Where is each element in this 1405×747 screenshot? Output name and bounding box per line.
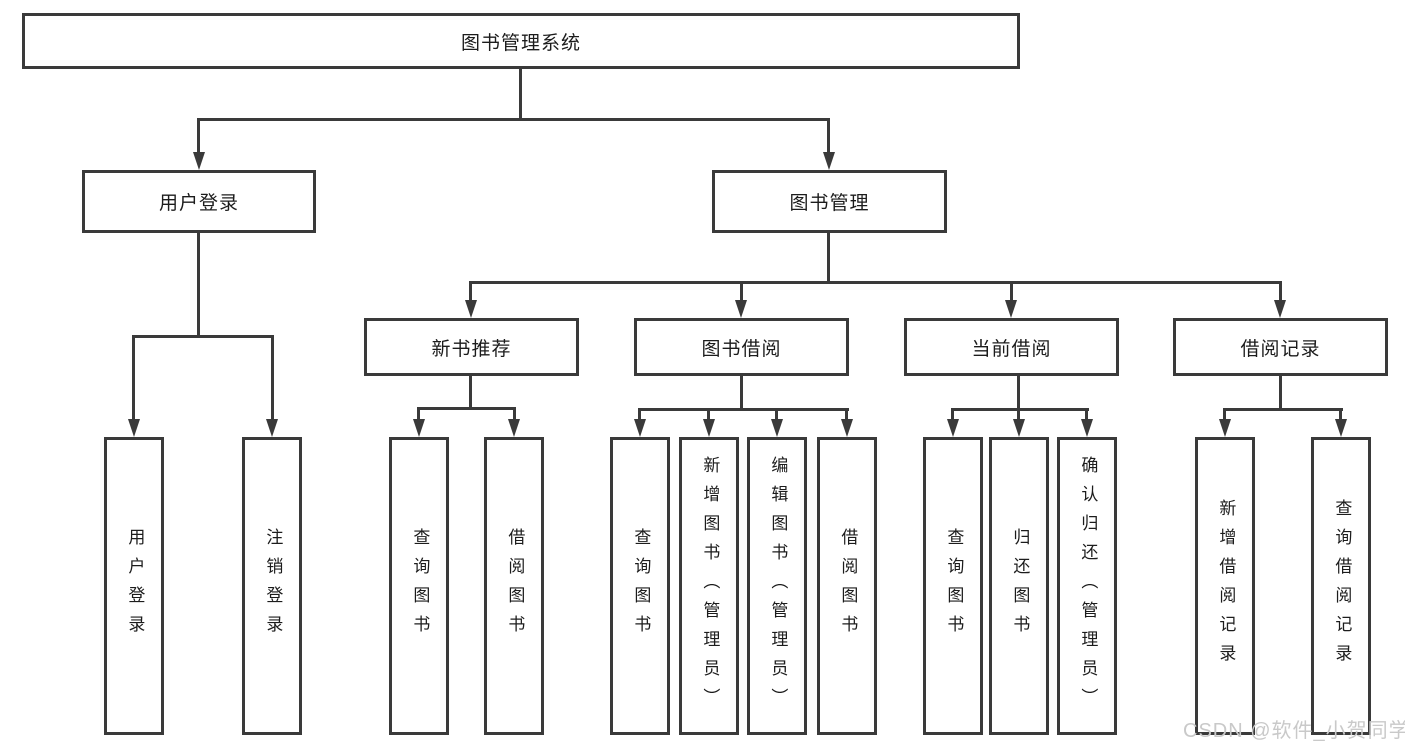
node-add-borrow-record: 新增借阅记录 — [1195, 437, 1255, 735]
connector-line — [197, 118, 830, 121]
node-logout: 注销登录 — [242, 437, 302, 735]
connector-line — [1010, 281, 1013, 302]
node-return-books-label: 归还图书 — [1010, 528, 1030, 644]
node-new-book-recommend-label: 新书推荐 — [431, 338, 512, 360]
connector-line — [1279, 281, 1282, 302]
arrow-down — [703, 419, 715, 437]
connector-line — [1017, 376, 1020, 410]
connector-line — [775, 408, 778, 421]
connector-line — [638, 408, 849, 411]
connector-line — [827, 118, 830, 154]
connector-line — [1279, 376, 1282, 410]
node-book-management: 图书管理 — [712, 170, 947, 233]
node-confirm-return-admin: 确认归还（管理员） — [1057, 437, 1117, 735]
arrow-down — [735, 300, 747, 318]
node-query-books-recommend-label: 查询图书 — [410, 528, 430, 644]
node-borrow-books: 借阅图书 — [817, 437, 877, 735]
connector-line — [417, 407, 516, 410]
node-library-system-label: 图书管理系统 — [460, 32, 581, 54]
connector-line — [951, 408, 1089, 411]
connector-line — [1339, 408, 1342, 421]
node-query-books-recommend: 查询图书 — [389, 437, 449, 735]
node-borrow-books-recommend: 借阅图书 — [484, 437, 544, 735]
arrow-down — [634, 419, 646, 437]
connector-line — [1223, 408, 1343, 411]
node-library-system: 图书管理系统 — [22, 13, 1020, 69]
node-user-login-leaf-label: 用户登录 — [125, 528, 145, 644]
arrow-down — [771, 419, 783, 437]
watermark: CSDN @软件_小贺同学 — [1183, 720, 1405, 742]
arrow-down — [465, 300, 477, 318]
node-add-book-admin: 新增图书（管理员） — [679, 437, 739, 735]
connector-line — [1085, 408, 1088, 421]
node-confirm-return-admin-label: 确认归还（管理员） — [1078, 455, 1098, 717]
connector-line — [197, 233, 200, 335]
node-logout-label: 注销登录 — [263, 528, 283, 644]
connector-line — [1017, 408, 1020, 421]
node-query-books-borrowing-label: 查询图书 — [631, 528, 651, 644]
node-query-books-borrowing: 查询图书 — [610, 437, 670, 735]
arrow-down — [1219, 419, 1231, 437]
connector-line — [638, 408, 641, 421]
connector-line — [1223, 408, 1226, 421]
arrow-down — [1274, 300, 1286, 318]
connector-line — [740, 376, 743, 410]
connector-line — [845, 408, 848, 421]
node-user-login-leaf: 用户登录 — [104, 437, 164, 735]
arrow-down — [823, 152, 835, 170]
connector-line — [469, 376, 472, 410]
connector-line — [707, 408, 710, 421]
connector-line — [469, 281, 472, 302]
connector-line — [197, 118, 200, 154]
connector-line — [519, 69, 522, 118]
node-current-borrowing: 当前借阅 — [904, 318, 1119, 376]
arrow-down — [1005, 300, 1017, 318]
arrow-down — [841, 419, 853, 437]
node-add-borrow-record-label: 新增借阅记录 — [1216, 499, 1236, 673]
node-borrowing-records: 借阅记录 — [1173, 318, 1388, 376]
connector-line — [740, 281, 743, 302]
node-book-borrowing-label: 图书借阅 — [701, 338, 782, 360]
node-user-login: 用户登录 — [82, 170, 316, 233]
node-book-management-label: 图书管理 — [789, 193, 870, 214]
arrow-down — [1335, 419, 1347, 437]
node-borrow-books-label: 借阅图书 — [838, 528, 858, 644]
arrow-down — [193, 152, 205, 170]
connector-line — [417, 407, 420, 421]
arrow-down — [413, 419, 425, 437]
connector-line — [470, 281, 1282, 284]
node-new-book-recommend: 新书推荐 — [364, 318, 579, 376]
connector-line — [132, 335, 274, 338]
connector-line — [827, 233, 830, 281]
node-user-login-label: 用户登录 — [158, 193, 239, 214]
node-edit-book-admin: 编辑图书（管理员） — [747, 437, 807, 735]
connector-line — [951, 408, 954, 421]
node-borrow-books-recommend-label: 借阅图书 — [505, 528, 525, 644]
node-edit-book-admin-label: 编辑图书（管理员） — [768, 455, 788, 717]
node-current-borrowing-label: 当前借阅 — [971, 338, 1052, 360]
arrow-down — [947, 419, 959, 437]
node-query-borrow-record-label: 查询借阅记录 — [1332, 499, 1352, 673]
arrow-down — [1081, 419, 1093, 437]
node-borrowing-records-label: 借阅记录 — [1240, 338, 1321, 360]
arrow-down — [508, 419, 520, 437]
node-return-books: 归还图书 — [989, 437, 1049, 735]
node-query-borrow-record: 查询借阅记录 — [1311, 437, 1371, 735]
node-query-books-current-label: 查询图书 — [944, 528, 964, 644]
connector-line — [513, 407, 516, 421]
arrow-down — [266, 419, 278, 437]
node-add-book-admin-label: 新增图书（管理员） — [700, 455, 720, 717]
node-book-borrowing: 图书借阅 — [634, 318, 849, 376]
connector-line — [132, 335, 135, 421]
arrow-down — [128, 419, 140, 437]
node-query-books-current: 查询图书 — [923, 437, 983, 735]
arrow-down — [1013, 419, 1025, 437]
connector-line — [271, 335, 274, 421]
